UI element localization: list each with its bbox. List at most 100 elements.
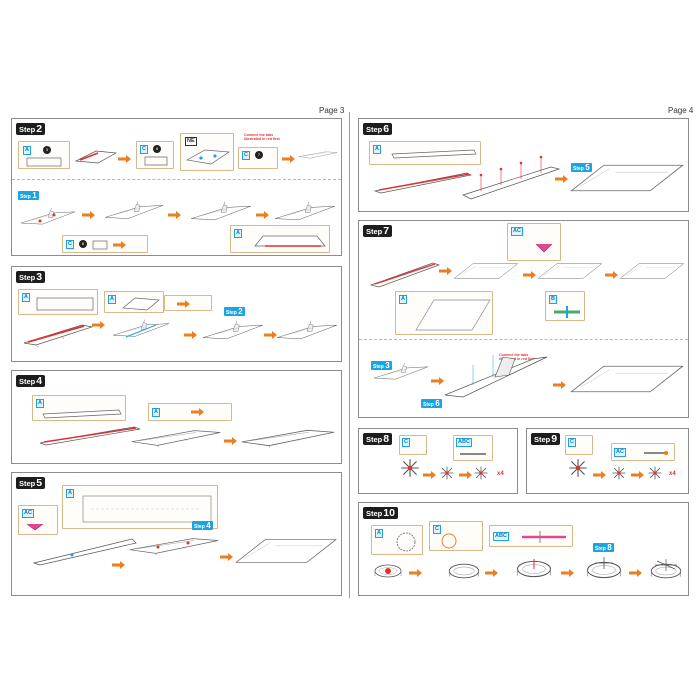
hull-assembly-drawing xyxy=(129,538,219,556)
part-drawing xyxy=(522,531,566,543)
step-9-callout-ac: AC xyxy=(611,443,675,461)
step-2-callout-a: A xyxy=(230,225,330,253)
arrow-icon xyxy=(523,271,536,279)
arrow-icon xyxy=(92,321,105,329)
propeller-drawing xyxy=(400,458,420,478)
step-2-ne-callout: NE xyxy=(180,133,234,171)
sheet-letter: C xyxy=(242,151,250,160)
step-7-callout-b: B xyxy=(545,291,585,321)
step-2-panel: Step2 A 3 C 6 NE Connect the tabs illust… xyxy=(11,118,342,256)
step-3-callout-a2: A xyxy=(104,291,164,313)
base-assembly-drawing xyxy=(650,559,682,579)
arrow-icon xyxy=(256,211,269,219)
ship-assembly-drawing xyxy=(570,365,684,393)
sheet-letter: A xyxy=(66,489,74,498)
ne-label: NE xyxy=(185,137,197,146)
base-assembly-drawing xyxy=(587,557,621,579)
deck-assembly-drawing xyxy=(570,164,684,192)
arrow-icon xyxy=(423,471,436,479)
step-9-tag: Step9 xyxy=(531,433,561,445)
step-3-panel: Step3 A A Step 2 xyxy=(11,266,342,362)
step-2-callout-c: C 6 xyxy=(136,141,174,169)
step-2-note: Connect the tabs illustrated in red firs… xyxy=(244,133,280,142)
base-assembly-drawing xyxy=(448,563,480,579)
step-9-callout-c: C xyxy=(565,435,593,455)
sheet-letter: A xyxy=(36,399,44,408)
sheet-letter: AC xyxy=(511,227,523,236)
arrow-icon xyxy=(191,408,204,416)
sheet-letter: A xyxy=(375,529,383,538)
step-7-tag: Step7 xyxy=(363,225,393,237)
hull-assembly-drawing xyxy=(112,319,170,338)
sheet-letter: AC xyxy=(22,509,34,518)
step-4-panel: Step4 A A xyxy=(11,370,342,464)
part-drawing xyxy=(396,532,416,552)
step-6-tag: Step6 xyxy=(363,123,393,135)
hull-assembly-drawing xyxy=(241,429,335,449)
arrow-icon xyxy=(593,471,606,479)
hull-section-drawing xyxy=(74,150,118,164)
arrow-icon xyxy=(82,211,95,219)
propeller-drawing xyxy=(648,466,662,480)
propeller-drawing xyxy=(474,466,488,480)
hull-section-drawing xyxy=(32,538,137,566)
step-5-deck-callout: A xyxy=(62,485,218,529)
deck-assembly-drawing xyxy=(235,539,337,563)
sheet-letter: C xyxy=(433,525,441,534)
base-assembly-drawing xyxy=(374,564,402,578)
sheet-letter: A xyxy=(152,408,160,417)
step-5-callout-abc: AC xyxy=(18,505,58,535)
ship-assembly-drawing xyxy=(20,207,76,225)
step-9-panel: Step9 C AC x4 xyxy=(526,428,689,494)
ship-assembly-drawing xyxy=(202,320,264,340)
part-drawing xyxy=(254,235,326,247)
sheet-letter: C xyxy=(402,438,410,447)
step-2-callout-c3: C 8 xyxy=(62,235,148,253)
part-number: 3 xyxy=(43,146,51,154)
step-7-callout-abc: AC xyxy=(507,223,561,261)
ship-assembly-drawing xyxy=(104,200,164,220)
step-4-parts-callout: A xyxy=(32,395,126,421)
arrow-icon xyxy=(220,553,233,561)
propeller-drawing xyxy=(568,458,588,478)
step-7-separator xyxy=(359,339,688,340)
step-10-callout-a: A xyxy=(371,525,423,555)
sheet-letter: C xyxy=(140,145,148,154)
step-6-panel: Step6 A Step 5 xyxy=(358,118,689,212)
part-drawing xyxy=(441,533,457,549)
part-drawing xyxy=(535,243,553,253)
step-4-reference: Step 4 xyxy=(192,521,213,530)
step-8-reference: Step 8 xyxy=(593,543,614,552)
arrow-icon xyxy=(177,300,190,308)
part-drawing xyxy=(82,495,212,523)
part-drawing xyxy=(144,156,168,166)
part-number: 6 xyxy=(153,145,161,153)
sheet-letter: B xyxy=(549,295,557,304)
step-5-panel: Step5 A AC Step 4 xyxy=(11,472,342,596)
step-10-tag: Step10 xyxy=(363,507,398,519)
page-number-left: Page 3 xyxy=(319,106,345,115)
part-number: 8 xyxy=(79,240,87,248)
sheet-letter: C xyxy=(568,438,576,447)
arrow-icon xyxy=(184,331,197,339)
step-3-tag: Step3 xyxy=(16,271,46,283)
arrow-icon xyxy=(439,267,452,275)
arrow-icon xyxy=(629,569,642,577)
step-2-reference: Step 2 xyxy=(224,307,245,316)
part-drawing xyxy=(644,451,668,455)
step-4-callout-a: A xyxy=(148,403,232,421)
step-2-parts-callout: A 3 xyxy=(18,141,70,169)
arrow-icon xyxy=(409,569,422,577)
part-drawing xyxy=(42,409,122,419)
sheet-letter: AC xyxy=(614,448,626,457)
step-6-reference: Step 6 xyxy=(421,399,442,408)
arrow-icon xyxy=(282,155,295,163)
step-8-panel: Step8 C ABC x4 xyxy=(358,428,518,494)
sheet-letter: A xyxy=(22,293,30,302)
ship-assembly-drawing xyxy=(444,355,548,398)
step-8-callout-abc: ABC xyxy=(453,435,493,461)
arrow-icon xyxy=(561,569,574,577)
arrow-icon xyxy=(605,271,618,279)
sheet-letter: ABC xyxy=(493,532,509,541)
step-3-parts-callout: A xyxy=(18,289,98,315)
